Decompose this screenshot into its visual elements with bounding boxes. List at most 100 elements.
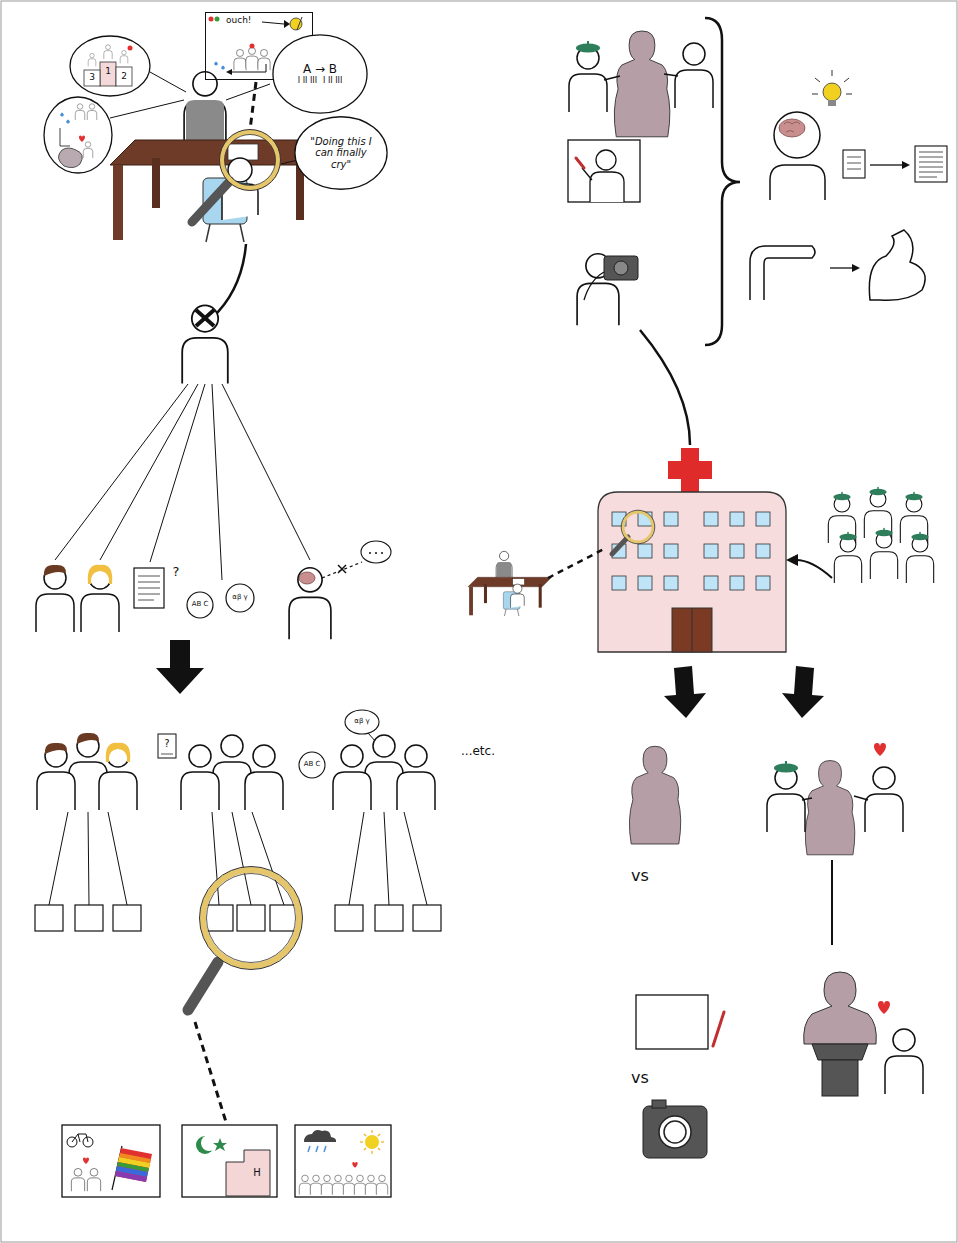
outcomes — [844, 78, 849, 82]
drops-thought — [75, 104, 85, 120]
voice-categories — [289, 568, 331, 640]
ouch-panel-drawing — [290, 18, 302, 30]
outcomes — [919, 157, 943, 158]
camera — [652, 1100, 666, 1108]
context-box-3 — [378, 1148, 380, 1150]
statue-touch — [569, 31, 713, 137]
silenced-person — [212, 384, 222, 580]
context-box-3 — [295, 1125, 391, 1197]
node-subtext: I II III — [298, 76, 317, 85]
statue-touch — [614, 31, 670, 137]
drops-thought — [60, 113, 64, 117]
beret-crowd — [864, 491, 891, 538]
podium-thought — [116, 67, 132, 86]
group-left — [113, 905, 141, 931]
group-right — [349, 812, 364, 905]
drawing-label: αβ γ — [354, 718, 369, 726]
statue-touch-heart — [805, 761, 854, 855]
voice-categories — [338, 565, 346, 573]
voice-categories — [36, 541, 391, 639]
photo-scene — [584, 272, 604, 300]
hospital — [756, 544, 770, 558]
ouch-panel-drawing — [226, 69, 232, 75]
silenced-person — [55, 305, 310, 580]
group-left — [35, 733, 141, 931]
ouch-panel-drawing — [230, 64, 266, 72]
voice-categories — [299, 572, 315, 584]
podium-thought — [70, 36, 150, 96]
camera — [643, 1106, 707, 1158]
podium-thought — [150, 72, 186, 92]
outcomes — [828, 100, 836, 106]
statue-touch — [576, 41, 600, 53]
drawing-scene — [596, 150, 616, 170]
hospital — [638, 576, 652, 590]
ouch-panel-drawing — [297, 17, 302, 30]
voice-categories — [338, 565, 346, 573]
empty-canvas — [713, 1012, 724, 1046]
ouch-panel-drawing — [221, 66, 225, 70]
context-box-3 — [365, 1135, 379, 1149]
voice-categories — [361, 541, 391, 563]
context-box-1 — [71, 1168, 84, 1191]
voice-categories — [138, 582, 160, 583]
beret-crowd — [786, 554, 798, 566]
context-box-3 — [376, 1175, 387, 1195]
context-box-1 — [72, 1134, 88, 1142]
down-arrow — [664, 666, 706, 718]
group-right — [299, 710, 441, 931]
context-box-3 — [378, 1134, 380, 1136]
outcomes — [812, 70, 852, 94]
voice-categories — [36, 567, 74, 632]
outcomes — [869, 230, 925, 300]
beret-crowd — [869, 487, 886, 495]
drawing-label: AB C — [304, 761, 321, 769]
voice-categories — [138, 588, 160, 589]
outcomes — [779, 119, 805, 137]
outcomes — [812, 94, 818, 95]
photo-scene — [577, 254, 638, 326]
context-box-3 — [299, 1175, 310, 1195]
podium-thought — [104, 45, 112, 59]
context-box-3 — [316, 1146, 318, 1152]
bust-scene — [885, 1029, 923, 1094]
drawing-label: vs — [631, 867, 649, 885]
group-middle — [252, 812, 284, 905]
outcomes — [915, 146, 947, 182]
link-line — [212, 244, 246, 318]
empty-canvas — [636, 995, 724, 1049]
group-left — [106, 743, 131, 762]
voice-categories — [81, 567, 119, 632]
statue-alone — [629, 746, 680, 844]
group-right — [299, 752, 325, 778]
context-box-1 — [115, 1148, 152, 1182]
group-middle — [232, 812, 251, 905]
context-box-1 — [62, 1125, 160, 1197]
voice-categories — [381, 552, 383, 554]
silenced-person — [100, 384, 198, 560]
outcomes — [815, 78, 820, 82]
big-magnifier — [188, 867, 303, 1011]
hospital — [612, 512, 770, 590]
beret-crowd — [834, 536, 861, 583]
group-left — [37, 745, 75, 810]
beret-crowd — [870, 532, 897, 579]
ouch-panel-drawing — [209, 17, 214, 22]
podium-thought — [84, 70, 100, 86]
hospital — [623, 512, 653, 542]
node-text: ouch! — [226, 15, 312, 25]
drops-thought — [87, 104, 97, 120]
voice-categories — [187, 592, 213, 618]
ouch-panel-drawing — [246, 47, 258, 68]
outcomes — [830, 267, 852, 268]
camera — [659, 1116, 691, 1148]
magnifier — [192, 130, 281, 223]
beret-crowd — [875, 528, 892, 536]
down-arrow — [782, 666, 824, 718]
podium-thought — [128, 46, 133, 51]
drawing-label: ...etc. — [461, 745, 495, 758]
outcomes — [784, 122, 800, 132]
bust-scene — [822, 1060, 858, 1096]
bust-scene — [812, 1044, 868, 1060]
